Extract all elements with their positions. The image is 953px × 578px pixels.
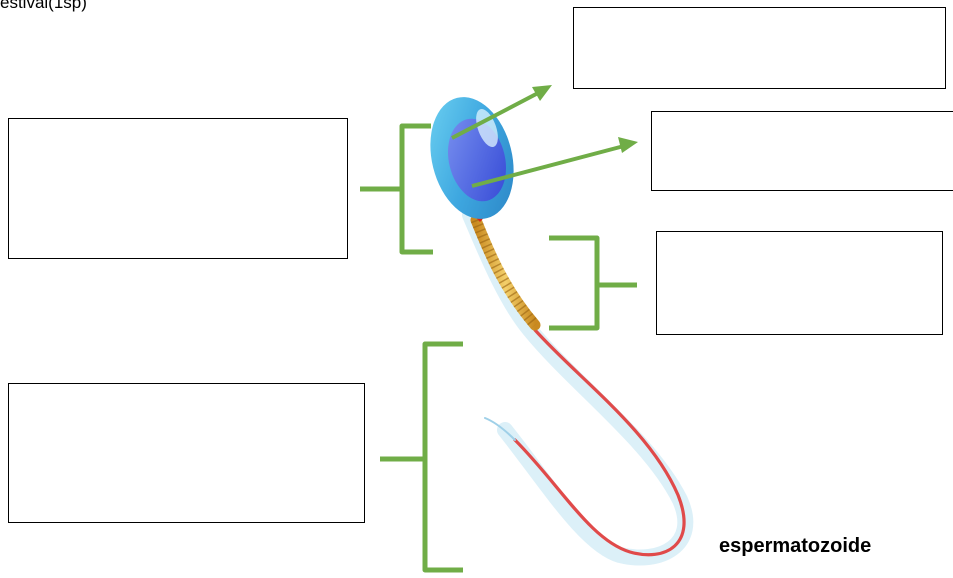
answer-box-acrosome[interactable] [573, 7, 946, 89]
bracket-midpiece [549, 235, 637, 331]
answer-box-nucleus[interactable] [651, 111, 953, 191]
midpiece [470, 214, 541, 331]
arrow-nucleus-line [471, 144, 625, 188]
answer-box-tail[interactable] [8, 383, 365, 523]
answer-box-midpiece[interactable] [656, 231, 943, 335]
tail-flagellum [513, 328, 686, 557]
arrow-nucleus-head [618, 137, 638, 153]
arrow-acrosome-line [451, 90, 541, 140]
answer-box-head[interactable] [8, 118, 348, 259]
bracket-head [360, 123, 433, 255]
arrow-acrosome-head [532, 85, 552, 101]
diagram-caption: espermatozoide [719, 535, 872, 557]
bracket-tail [380, 341, 463, 573]
tail-end-piece [484, 417, 516, 441]
header-text: estival(1sp) [0, 0, 87, 12]
